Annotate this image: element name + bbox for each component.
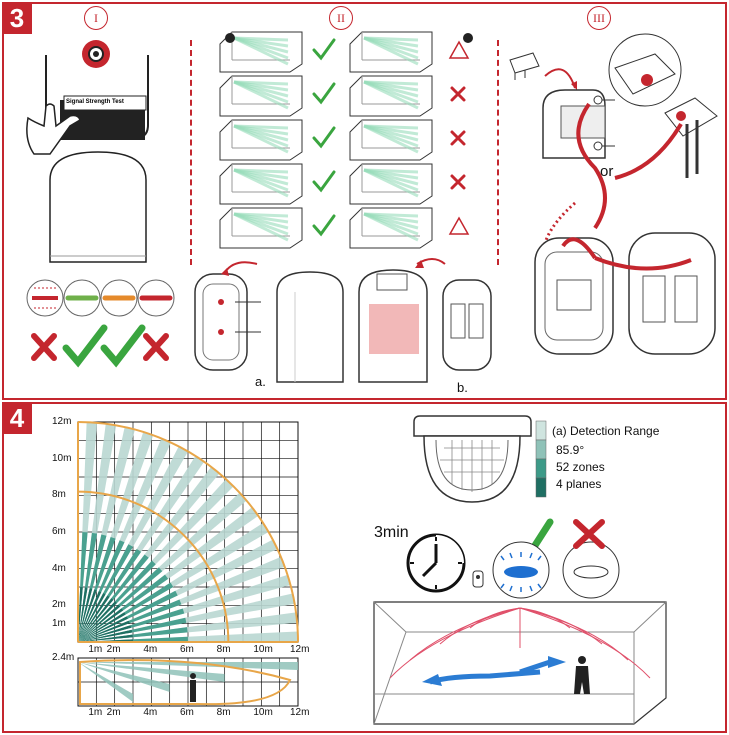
top-x-tick: 2m bbox=[106, 644, 121, 655]
ok-check-icon bbox=[312, 38, 336, 61]
step3-panel bbox=[2, 2, 727, 400]
top-y-tick: 10m bbox=[52, 452, 72, 464]
walk-test-icon bbox=[472, 570, 484, 588]
top-y-tick: 4m bbox=[52, 562, 66, 574]
not-ok-x-icon bbox=[450, 130, 466, 146]
side-view-detection-plot bbox=[77, 657, 299, 707]
led-on-indicator bbox=[492, 518, 554, 599]
legend-title: (a) Detection Range bbox=[552, 424, 660, 438]
divider-2 bbox=[497, 40, 499, 265]
not-ok-x-icon bbox=[450, 86, 466, 102]
section-i-marker: I bbox=[84, 6, 108, 30]
clock-icon bbox=[406, 533, 466, 593]
side-x-tick: 1m bbox=[88, 707, 103, 718]
divider-1 bbox=[190, 40, 192, 265]
legend-planes: 4 planes bbox=[556, 477, 602, 491]
top-view-detection-plot bbox=[77, 421, 299, 643]
top-x-tick: 6m bbox=[180, 644, 194, 655]
ok-check-icon bbox=[312, 214, 336, 237]
walk-test-room bbox=[373, 601, 667, 725]
warning-icon bbox=[448, 40, 470, 59]
led-off-indicator bbox=[562, 519, 620, 599]
top-x-tick: 12m bbox=[290, 644, 310, 655]
top-x-tick: 10m bbox=[253, 644, 273, 655]
step4-number: 4 bbox=[2, 402, 32, 434]
top-x-tick: 4m bbox=[143, 644, 158, 655]
section-iii-marker: III bbox=[587, 6, 611, 30]
side-x-tick: 8m bbox=[216, 707, 231, 718]
step3-number: 3 bbox=[2, 2, 32, 34]
time-label: 3min bbox=[374, 524, 409, 541]
wiring-illustration bbox=[509, 33, 718, 355]
or-label: or bbox=[600, 163, 614, 180]
label-b: b. bbox=[457, 380, 468, 395]
label-a: a. bbox=[255, 374, 266, 389]
side-x-tick: 4m bbox=[143, 707, 158, 718]
warning-icon bbox=[448, 216, 470, 235]
top-y-tick: 2m bbox=[52, 599, 66, 611]
side-x-tick: 2m bbox=[106, 707, 121, 718]
legend-zones: 52 zones bbox=[556, 460, 605, 474]
legend-angle: 85.9° bbox=[556, 443, 585, 457]
detection-legend-bar bbox=[535, 420, 547, 498]
side-x-tick: 10m bbox=[253, 707, 273, 718]
mounting-illustration bbox=[194, 258, 492, 383]
lens-illustration bbox=[413, 415, 532, 503]
top-x-tick: 8m bbox=[216, 644, 231, 655]
top-y-tick: 6m bbox=[52, 526, 66, 537]
ok-check-icon bbox=[312, 126, 336, 149]
step4-panel bbox=[2, 402, 727, 733]
top-y-tick: 1m bbox=[52, 617, 66, 629]
top-y-tick: 12m bbox=[52, 416, 72, 427]
placement-grid bbox=[219, 31, 473, 249]
side-x-tick: 12m bbox=[290, 707, 310, 718]
side-y-tick: 2.4m bbox=[52, 652, 75, 663]
top-y-tick: 8m bbox=[52, 489, 66, 501]
section-ii-marker: II bbox=[329, 6, 353, 30]
not-ok-x-icon bbox=[450, 174, 466, 190]
signal-test-illustration bbox=[26, 40, 175, 368]
ok-check-icon bbox=[312, 170, 336, 193]
side-x-tick: 6m bbox=[180, 707, 194, 718]
signal-test-label: Signal Strength Test bbox=[66, 99, 124, 105]
top-x-tick: 1m bbox=[88, 644, 103, 655]
ok-check-icon bbox=[312, 82, 336, 105]
